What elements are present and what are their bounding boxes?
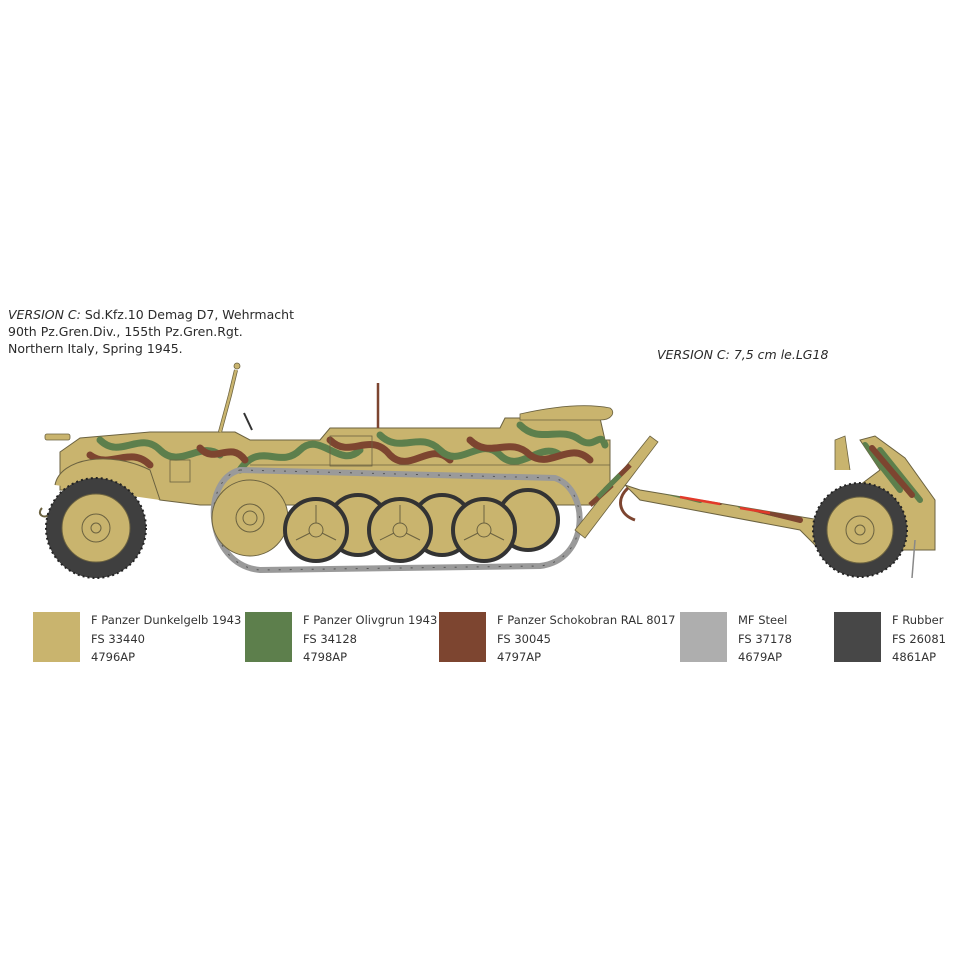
vehicle-caption: VERSION C: Sd.Kfz.10 Demag D7, Wehrmacht… bbox=[8, 306, 294, 357]
paint-product-code: 4797AP bbox=[497, 650, 542, 664]
paint-fs-code: FS 37178 bbox=[738, 631, 792, 646]
tow-frame bbox=[574, 435, 659, 539]
paint-product-code: 4798AP bbox=[303, 650, 348, 664]
halftrack-body bbox=[38, 362, 614, 518]
towed-gun bbox=[619, 435, 936, 579]
paint-product-code: 4861AP bbox=[892, 650, 937, 664]
color-swatch bbox=[439, 612, 486, 662]
paint-fs-code: FS 30045 bbox=[497, 631, 551, 646]
vehicle-caption-line-3: Northern Italy, Spring 1945. bbox=[8, 341, 183, 356]
vehicle-illustration bbox=[38, 362, 936, 579]
paint-product-code: 4796AP bbox=[91, 650, 136, 664]
paint-fs-code: FS 26081 bbox=[892, 631, 946, 646]
vehicle-caption-line-2: 90th Pz.Gren.Div., 155th Pz.Gren.Rgt. bbox=[8, 324, 243, 339]
color-swatch bbox=[245, 612, 292, 662]
version-label: VERSION C: bbox=[8, 307, 81, 322]
vehicle-caption-line-1: VERSION C: Sd.Kfz.10 Demag D7, Wehrmacht bbox=[8, 307, 294, 322]
front-wheel bbox=[45, 477, 147, 579]
paint-name: MF Steel bbox=[738, 613, 788, 627]
paint-name: F Panzer Olivgrun 1943 bbox=[303, 613, 438, 627]
color-swatch bbox=[33, 612, 80, 662]
paint-name: F Panzer Schokobran RAL 8017 bbox=[497, 613, 676, 627]
color-swatch bbox=[834, 612, 881, 662]
paint-product-code: 4679AP bbox=[738, 650, 783, 664]
gun-caption-text: VERSION C: 7,5 cm le.LG18 bbox=[657, 347, 829, 362]
paint-fs-code: FS 34128 bbox=[303, 631, 357, 646]
paint-name: F Rubber bbox=[892, 613, 944, 627]
gun-caption: VERSION C: 7,5 cm le.LG18 bbox=[657, 346, 828, 363]
paint-legend: F Panzer Dunkelgelb 1943 FS 33440 4796AP… bbox=[0, 612, 970, 672]
paint-name: F Panzer Dunkelgelb 1943 bbox=[91, 613, 242, 627]
color-swatch bbox=[680, 612, 727, 662]
halftrack-track bbox=[210, 466, 583, 574]
paint-fs-code: FS 33440 bbox=[91, 631, 145, 646]
